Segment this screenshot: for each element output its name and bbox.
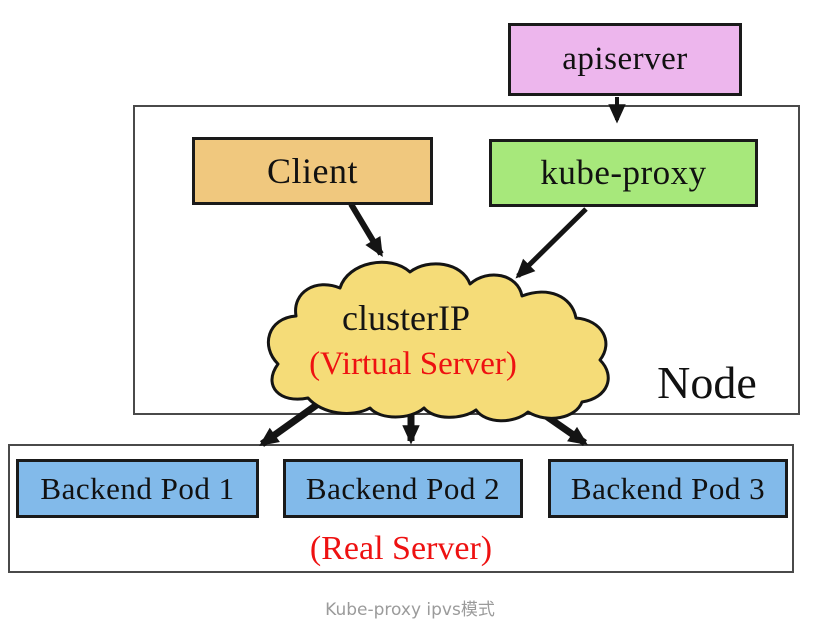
backend-pod-3-box: Backend Pod 3 [548, 459, 788, 518]
real-server-label: (Real Server) [309, 530, 493, 567]
client-label: Client [267, 151, 358, 191]
clusterip-cloud [266, 260, 610, 423]
backend-pod-2-label: Backend Pod 2 [305, 470, 501, 506]
client-box: Client [192, 137, 433, 205]
backend-pod-2-box: Backend Pod 2 [283, 459, 523, 518]
apiserver-box: apiserver [508, 23, 742, 96]
clusterip-label: clusterIP [342, 298, 470, 338]
kube-proxy-label: kube-proxy [540, 153, 707, 192]
node-container-label: Node [657, 357, 757, 408]
backend-pod-3-label: Backend Pod 3 [570, 470, 766, 506]
kube-proxy-box: kube-proxy [489, 139, 758, 207]
diagram-caption: Kube-proxy ipvs模式 [325, 600, 495, 620]
backend-pod-1-box: Backend Pod 1 [16, 459, 259, 518]
arrow-client-to-clusterip [348, 202, 384, 258]
arrow-kubeproxy-to-clusterip [515, 207, 588, 279]
apiserver-label: apiserver [562, 41, 688, 77]
virtual-server-label: (Virtual Server) [309, 346, 517, 382]
backend-pod-1-label: Backend Pod 1 [40, 470, 235, 506]
